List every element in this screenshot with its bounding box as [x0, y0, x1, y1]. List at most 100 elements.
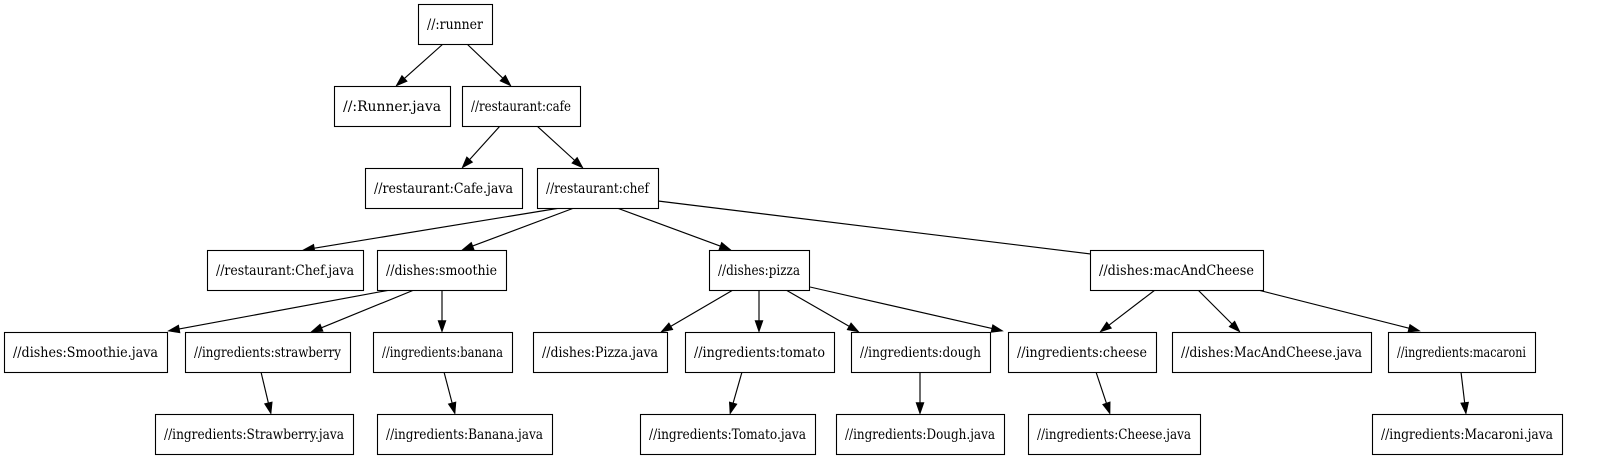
graph-edge: [1249, 287, 1421, 333]
graph-edge: [660, 289, 734, 333]
node-label: //ingredients:Cheese.java: [1037, 427, 1191, 443]
node-box[interactable]: [154, 413, 355, 456]
graph-node-dishes_smoothie[interactable]: //dishes:smoothie: [376, 249, 508, 292]
edge-arrowhead: [437, 320, 447, 333]
graph-node-dishes_macandchs[interactable]: //dishes:macAndCheese: [1089, 249, 1265, 292]
graph-node-smoothie_java[interactable]: //dishes:Smoothie.java: [3, 331, 169, 374]
node-label: //:runner: [427, 17, 483, 33]
node-box[interactable]: [206, 249, 365, 292]
edge-line: [809, 286, 992, 330]
node-box[interactable]: [372, 331, 514, 374]
node-box[interactable]: [417, 3, 494, 46]
node-label: //ingredients:cheese: [1017, 345, 1147, 361]
edge-line: [260, 371, 269, 403]
node-label: //dishes:MacAndCheese.java: [1181, 345, 1362, 361]
node-label: //ingredients:Dough.java: [845, 427, 995, 443]
graph-edge: [809, 286, 1004, 333]
node-box[interactable]: [684, 331, 836, 374]
graph-node-chef_java[interactable]: //restaurant:Chef.java: [206, 249, 365, 292]
graph-node-cheese_java[interactable]: //ingredients:Cheese.java: [1027, 413, 1202, 456]
node-box[interactable]: [376, 413, 554, 456]
graph-node-ing_cheese[interactable]: //ingredients:cheese: [1007, 331, 1158, 374]
edge-line: [1108, 289, 1156, 326]
graph-node-restaurant_cafe[interactable]: //restaurant:cafe: [461, 85, 582, 128]
node-box[interactable]: [1007, 331, 1158, 374]
node-label: //ingredients:Banana.java: [386, 427, 543, 443]
node-box[interactable]: [708, 249, 811, 292]
graph-node-ing_banana[interactable]: //ingredients:banana: [372, 331, 514, 374]
node-box[interactable]: [835, 413, 1006, 456]
node-label: //dishes:pizza: [718, 263, 800, 279]
node-box[interactable]: [376, 249, 508, 292]
node-label: //restaurant:Chef.java: [216, 263, 354, 279]
graph-edge: [1099, 289, 1156, 333]
node-box[interactable]: [184, 331, 352, 374]
edge-arrowhead: [728, 401, 738, 415]
edge-arrowhead: [461, 241, 475, 251]
edge-line: [472, 207, 575, 247]
edge-line: [179, 289, 391, 330]
graph-edge: [461, 207, 575, 251]
graph-node-macaroni_java[interactable]: //ingredients:Macaroni.java: [1371, 413, 1564, 456]
node-box[interactable]: [3, 331, 169, 374]
node-label: //ingredients:Tomato.java: [649, 427, 806, 443]
graph-edge: [437, 290, 447, 333]
nodes-layer: //:runner //:Runner.java //restaurant:cafe…: [3, 3, 1564, 456]
graph-node-tomato_java[interactable]: //ingredients:Tomato.java: [639, 413, 817, 456]
graph-node-ing_tomato[interactable]: //ingredients:tomato: [684, 331, 836, 374]
edge-arrowhead: [1407, 323, 1421, 333]
edge-arrowhead: [499, 74, 512, 87]
node-label: //:Runner.java: [343, 99, 442, 115]
graph-node-macandchs_java[interactable]: //dishes:MacAndCheese.java: [1171, 331, 1373, 374]
edge-line: [657, 200, 1096, 256]
graph-node-restaurant_chef[interactable]: //restaurant:chef: [536, 167, 660, 210]
node-box[interactable]: [536, 167, 660, 210]
node-box[interactable]: [1027, 413, 1202, 456]
edge-line: [732, 371, 743, 404]
edge-line: [785, 289, 850, 327]
graph-node-dough_java[interactable]: //ingredients:Dough.java: [835, 413, 1006, 456]
node-label: //restaurant:Cafe.java: [374, 181, 513, 197]
node-label: //ingredients:tomato: [694, 345, 825, 361]
edge-arrowhead: [1099, 321, 1113, 333]
node-label: //ingredients:macaroni: [1397, 345, 1526, 361]
edge-arrowhead: [1460, 401, 1469, 415]
node-box[interactable]: [461, 85, 582, 128]
node-label: //restaurant:chef: [546, 181, 650, 197]
node-box[interactable]: [532, 331, 669, 374]
edge-arrowhead: [718, 241, 732, 251]
graph-node-pizza_java[interactable]: //dishes:Pizza.java: [532, 331, 669, 374]
graph-node-ing_strawberry[interactable]: //ingredients:strawberry: [184, 331, 352, 374]
node-box[interactable]: [850, 331, 992, 374]
edge-line: [616, 207, 721, 247]
node-box[interactable]: [364, 167, 524, 210]
graph-node-ing_macaroni[interactable]: //ingredients:macaroni: [1387, 331, 1537, 374]
edge-line: [466, 43, 504, 79]
node-box[interactable]: [1171, 331, 1373, 374]
graph-node-strawberry_java[interactable]: //ingredients:Strawberry.java: [154, 413, 355, 456]
graph-edge: [461, 125, 501, 169]
graph-edge: [310, 289, 415, 333]
graph-node-ing_dough[interactable]: //ingredients:dough: [850, 331, 992, 374]
node-box[interactable]: [1371, 413, 1564, 456]
edge-arrowhead: [915, 402, 925, 415]
node-label: //restaurant:cafe: [471, 99, 571, 115]
graph-edge: [1095, 371, 1111, 415]
graph-node-runner_java[interactable]: //:Runner.java: [333, 85, 452, 128]
node-box[interactable]: [1089, 249, 1265, 292]
node-box[interactable]: [333, 85, 452, 128]
node-box[interactable]: [639, 413, 817, 456]
graph-edge: [302, 207, 561, 253]
edge-arrowhead: [310, 323, 324, 333]
graph-node-banana_java[interactable]: //ingredients:Banana.java: [376, 413, 554, 456]
edge-arrowhead: [1102, 401, 1111, 415]
graph-node-cafe_java[interactable]: //restaurant:Cafe.java: [364, 167, 524, 210]
graph-node-dishes_pizza[interactable]: //dishes:pizza: [708, 249, 811, 292]
graph-edge: [167, 289, 391, 334]
graph-edge: [466, 43, 512, 87]
node-box[interactable]: [1387, 331, 1537, 374]
graph-edge: [754, 290, 764, 333]
edge-line: [1249, 287, 1409, 329]
graph-node-runner[interactable]: //:runner: [417, 3, 494, 46]
